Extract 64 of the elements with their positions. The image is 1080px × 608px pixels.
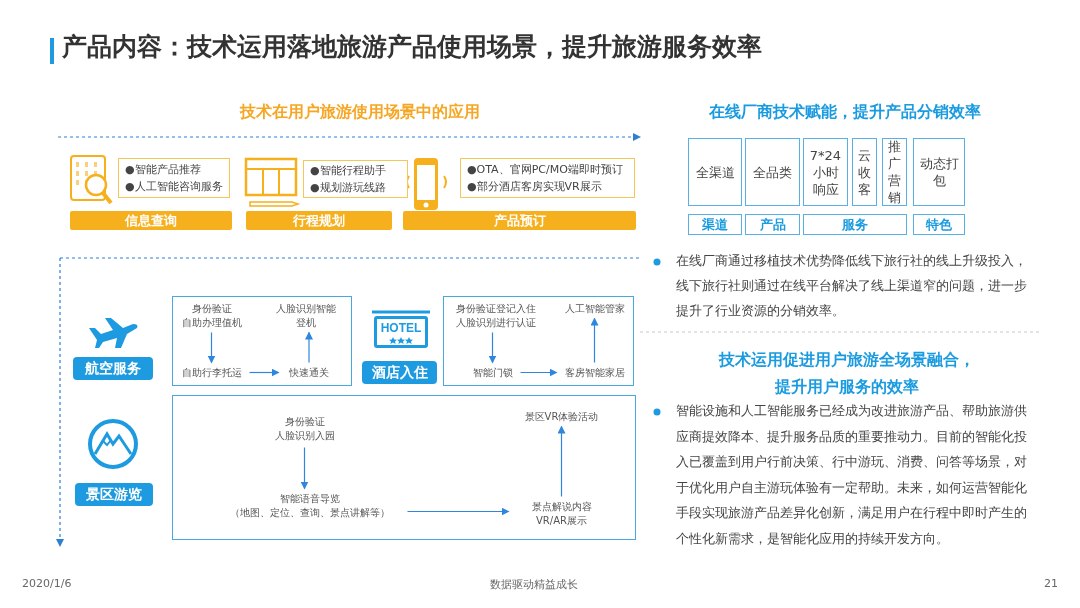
bullet-item: ●规划游玩线路 [310,180,387,196]
table-cell: 全品类 [745,138,800,206]
step-text: 快速通关 [281,365,337,380]
sign-text: HOTEL [380,322,422,334]
flow-frame [443,296,634,386]
bullet-item: ●智能行程助手 [310,163,387,179]
step-text: 身份验证 [190,301,233,316]
bullet-item: ●OTA、官网PC/MO端即时预订 [467,162,624,178]
step-text: （地图、定位、查询、景点讲解等） [228,505,391,520]
bullet-list-box [118,158,230,198]
footer-slogan: 数据驱动精益成长 [490,577,578,592]
bullet-list-box [460,158,635,198]
step-text: 自助办理值机 [180,315,243,330]
service-badge: 航空服务 [73,357,153,380]
step-text: 客房智能家居 [559,365,630,380]
step-text: 景区VR体验活动 [511,409,612,424]
arrow [406,507,510,516]
arrow [207,331,216,364]
table-header-cell: 特色 [913,214,965,235]
step-text: 智能语音导览 [278,491,341,506]
arrow [488,331,497,364]
arrow [557,425,566,498]
step-text: 自助行李托运 [176,365,247,380]
footer-date: 2020/1/6 [22,577,72,590]
bullet-item: ●人工智能咨询服务 [125,179,223,195]
section-heading: 技术运用促进用户旅游全场景融合，提升用户服务的效率 [717,349,976,398]
arrow [519,368,558,377]
category-bar: 行程规划 [246,211,392,230]
step-text: VR/AR展示 [535,513,588,528]
bullet-list-box [303,160,408,198]
step-text: 身份验证登记入住 [454,301,537,316]
category-bar: 信息查询 [70,211,232,230]
table-header-cell: 产品 [745,214,800,235]
arrow [248,368,280,377]
arrow [305,331,313,364]
flow-frame [172,296,352,386]
table-header-cell: 服务 [803,214,907,235]
category-bar: 产品预订 [403,211,636,230]
body-paragraph: 智能设施和人工智能服务已经成为改进旅游产品、帮助旅游供应商提效降本、提升服务品质的重要推动力。目前的智能化投入已覆盖到用户行前决策、行中游玩、消费、问答等场景，对于优化用户自主游玩体验有一定帮助。未来，如何运营智能化手段实现旅游产品差异化创新，满足用户在行程中即时产生的个性化新需求，是智能化应用的持续开发方向。 [676,402,1028,548]
page-number: 21 [1044,577,1058,590]
step-text: 人脸识别入园 [273,428,336,443]
step-text: 景点解说内容 [530,499,593,514]
flow-frame [172,395,636,540]
arrow [300,446,309,490]
section-heading: 技术在用户旅游使用场景中的应用 [238,102,481,123]
slide-title: 产品内容：技术运用落地旅游产品使用场景，提升旅游服务效率 [62,31,762,63]
table-cell: 全渠道 [688,138,742,206]
table-cell: 云收客 [852,138,877,206]
table-cell: 动态打包 [913,138,965,206]
arrow [590,317,599,364]
service-badge: 景区游览 [75,483,153,506]
step-text: 身份验证 [283,414,326,429]
service-badge: 酒店入住 [362,361,437,384]
bullet-item: ●智能产品推荐 [125,162,202,178]
table-header-cell: 渠道 [688,214,742,235]
bullet-item: ●部分酒店客房实现VR展示 [467,179,603,195]
step-text: 人脸识别智能登机 [273,301,338,330]
step-text: 人工智能管家 [559,301,630,316]
section-heading: 在线厂商技术赋能，提升产品分销效率 [708,102,982,123]
body-paragraph: 在线厂商通过移植技术优势降低线下旅行社的线上升级投入，线下旅行社则通过在线平台解决了线上渠道窄的问题，进一步提升了行业资源的分销效率。 [676,252,1028,320]
table-cell: 推广营销 [882,138,907,206]
step-text: 智能门锁 [467,365,518,380]
step-text: 人脸识别进行认证 [454,315,537,330]
table-cell: 7*24小时响应 [803,138,848,206]
